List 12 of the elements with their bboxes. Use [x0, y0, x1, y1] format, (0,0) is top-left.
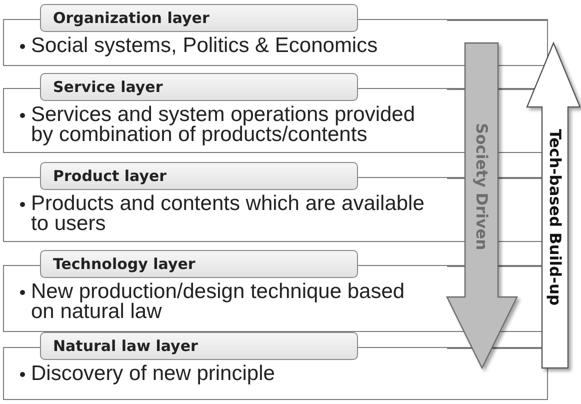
- bullet-text: New production/design technique based on natural law: [31, 282, 406, 322]
- bullet-text: Social systems, Politics & Economics: [31, 36, 379, 56]
- arrow-label: Tech-based Build-up: [546, 129, 564, 306]
- layer-heading: Natural law layer: [40, 332, 358, 360]
- layer-heading: Product layer: [40, 162, 358, 190]
- bullet-text: Discovery of new principle: [31, 364, 276, 384]
- layer-heading: Technology layer: [40, 250, 358, 278]
- arrow-label: Society Driven: [472, 123, 490, 250]
- bullet-text: Products and contents which are available to users: [31, 194, 426, 234]
- layer-heading: Service layer: [40, 73, 358, 101]
- bullet-text: Services and system operations provided by combination of products/contents: [31, 105, 416, 145]
- layer-heading: Organization layer: [40, 4, 358, 32]
